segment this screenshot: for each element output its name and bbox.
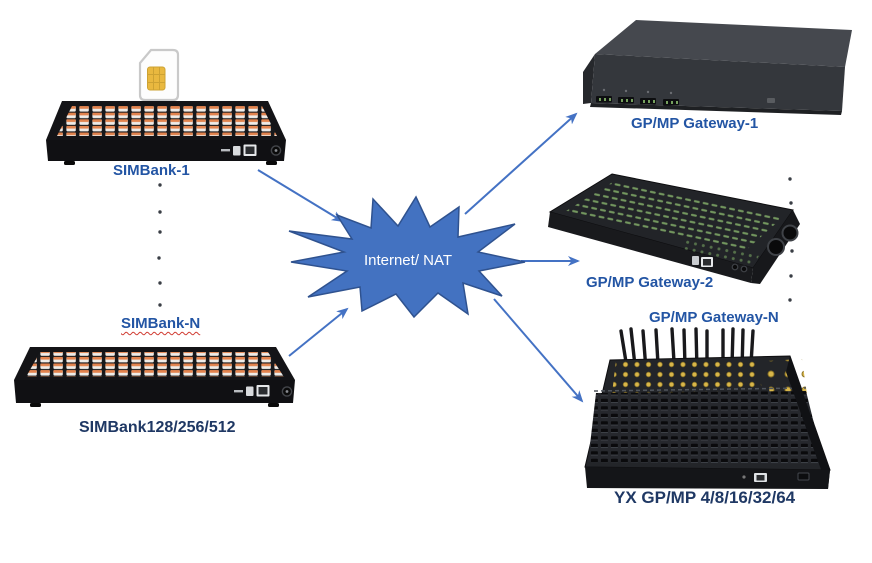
gateway2-label: GP/MP Gateway-2 (586, 274, 714, 291)
simbank-model-label: SIMBank128/256/512 (79, 419, 236, 436)
arrow-simbank1-to-internet (257, 169, 344, 223)
arrow-internet-to-gateway1 (464, 112, 578, 215)
internet-nat-label: Internet/ NAT (363, 252, 453, 269)
yx-model-label: YX GP/MP 4/8/16/32/64 (614, 488, 796, 507)
ellipsis-right (788, 177, 794, 302)
simbank-n-device (14, 347, 295, 407)
gateway1-label: GP/MP Gateway-1 (631, 115, 759, 132)
ellipsis-left (157, 183, 162, 307)
simbank-1-device (46, 101, 286, 165)
gateway-n-device (584, 327, 831, 489)
simbank1-label: SIMBank-1 (113, 162, 190, 179)
simbankn-label: SIMBank-N (121, 315, 201, 332)
arrow-simbankn-to-internet (288, 307, 349, 357)
arrow-internet-to-gatewayn (493, 298, 584, 403)
gateway-1-device (583, 20, 852, 115)
internet-star (288, 195, 526, 319)
gateway-2-device (548, 173, 800, 284)
gatewayn-label: GP/MP Gateway-N (649, 309, 779, 326)
sim-card-icon (138, 48, 180, 102)
